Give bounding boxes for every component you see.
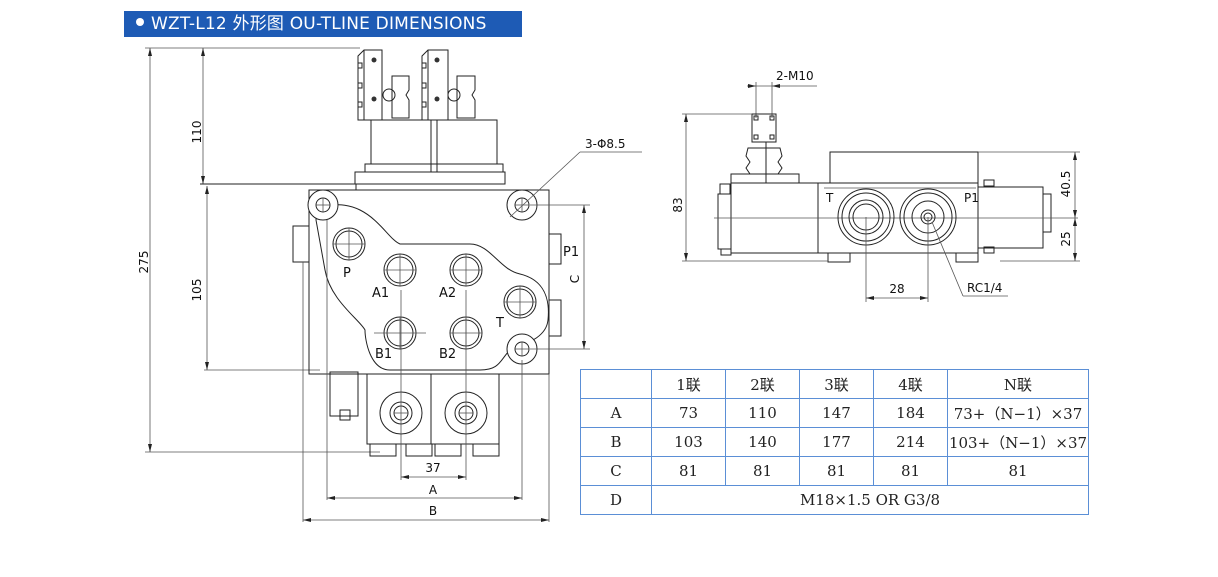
table-cell-merged: M18×1.5 OR G3/8: [651, 485, 1089, 515]
table-cell: 81: [799, 456, 874, 486]
dimension-table: 1联 2联 3联 4联 N联 A 73 110 147 184 73+（N−1）…: [580, 369, 1089, 515]
lever-handle-2: [421, 49, 504, 173]
port-a2-label: A2: [439, 286, 456, 301]
side-port-t-label: T: [825, 191, 834, 205]
dim-83-label: 83: [671, 197, 685, 212]
front-view: 275 110 105: [137, 47, 642, 522]
dim-105-label: 105: [190, 279, 204, 302]
table-cell: 110: [725, 398, 800, 428]
table-cell: 81: [651, 456, 726, 486]
table-cell: 73: [651, 398, 726, 428]
mounting-holes-label: 3-Φ8.5: [585, 137, 626, 151]
dim-c-label: C: [568, 275, 582, 283]
table-header-cell: 3联: [799, 369, 874, 399]
port-p: [332, 227, 366, 261]
table-cell: 81: [725, 456, 800, 486]
section-title-text: WZT-L12 外形图 OU-TLINE DIMENSIONS: [151, 14, 487, 34]
table-cell: 140: [725, 427, 800, 457]
port-b1-label: B1: [375, 347, 392, 362]
dim-110-label: 110: [190, 121, 204, 144]
dim-mounting-c: C: [530, 204, 590, 350]
table-row: D M18×1.5 OR G3/8: [580, 485, 1089, 515]
table-cell: 147: [799, 398, 874, 428]
table-cell: 184: [873, 398, 948, 428]
table-header-cell: N联: [947, 369, 1089, 399]
dim-37-label: 37: [425, 461, 440, 475]
table-header-cell: 2联: [725, 369, 800, 399]
port-a1: [383, 253, 417, 287]
row-label: C: [580, 456, 652, 486]
port-p1-label: P1: [563, 245, 579, 260]
thread-label: 2-M10: [776, 69, 814, 83]
section-title: WZT-L12 外形图 OU-TLINE DIMENSIONS: [124, 11, 522, 37]
port-p-label: P: [343, 266, 351, 281]
port-a1-label: A1: [372, 286, 389, 301]
table-cell: 177: [799, 427, 874, 457]
gauge-port-label: RC1/4: [967, 281, 1002, 295]
dim-275-label: 275: [137, 251, 151, 274]
port-t: [503, 285, 537, 319]
dim-b-label: B: [429, 504, 437, 518]
side-port-p1-label: P1: [964, 191, 979, 205]
port-b1: [374, 316, 426, 350]
valve-body: 3-Φ8.5: [292, 137, 642, 375]
table-header-cell: [580, 369, 652, 399]
port-b2-label: B2: [439, 347, 456, 362]
table-cell: 103+（N−1）×37: [947, 427, 1089, 457]
table-header-cell: 1联: [651, 369, 726, 399]
row-label: A: [580, 398, 652, 428]
port-t-label: T: [495, 316, 504, 331]
dim-40-5-label: 40.5: [1059, 171, 1073, 198]
side-view: 2-M10 T P1: [671, 69, 1080, 302]
table-cell: 81: [947, 456, 1089, 486]
table-cell: 73+（N−1）×37: [947, 398, 1089, 428]
table-cell: 81: [873, 456, 948, 486]
bullet-icon: [136, 18, 144, 26]
table-header-row: 1联 2联 3联 4联 N联: [580, 369, 1089, 399]
row-label: B: [580, 427, 652, 457]
port-a2: [449, 253, 483, 287]
table-row: A 73 110 147 184 73+（N−1）×37: [580, 398, 1089, 428]
dim-25-label: 25: [1059, 231, 1073, 246]
dim-body-height: 105: [190, 186, 320, 371]
row-label: D: [580, 485, 652, 515]
spool-sections: 37 A B: [302, 220, 550, 522]
table-header-cell: 4联: [873, 369, 948, 399]
table-cell: 103: [651, 427, 726, 457]
dim-28-label: 28: [889, 282, 904, 296]
table-cell: 214: [873, 427, 948, 457]
dim-overall-height: 275: [137, 47, 380, 453]
table-row: C 81 81 81 81 81: [580, 456, 1089, 486]
table-row: B 103 140 177 214 103+（N−1）×37: [580, 427, 1089, 457]
dim-handle-height: 110: [190, 48, 356, 185]
lever-handle-1: [357, 49, 438, 173]
dim-a-label: A: [429, 483, 438, 497]
